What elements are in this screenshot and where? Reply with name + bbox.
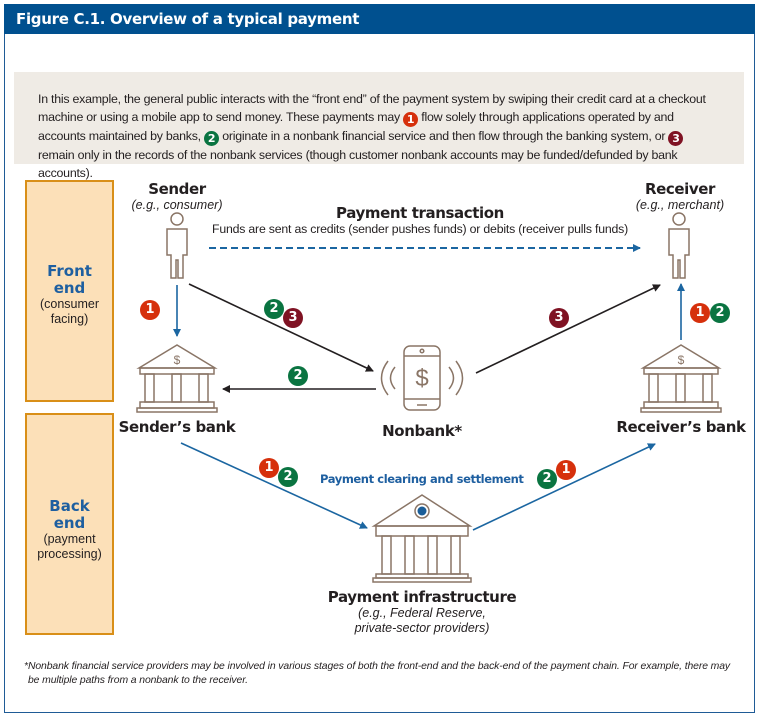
receiver-person-icon xyxy=(668,212,690,279)
path-badge-2: 2 xyxy=(264,299,284,319)
intro-box: In this example, the general public inte… xyxy=(14,72,744,180)
sender-person-icon xyxy=(166,212,188,279)
transaction-description: Funds are sent as credits (sender pushes… xyxy=(212,222,628,236)
path-2-marker: 2 xyxy=(204,131,220,146)
sender-title: Sender xyxy=(148,180,206,198)
band-subtitle: (payment xyxy=(43,532,96,546)
path-badge-2: 2 xyxy=(288,366,308,386)
back-end-band: Back end (payment processing) xyxy=(25,413,114,635)
band-subtitle: processing) xyxy=(37,547,102,561)
svg-text:$: $ xyxy=(415,365,428,392)
receivers-bank-icon: $ xyxy=(640,344,722,413)
path-badge-1: 1 xyxy=(556,460,576,480)
transaction-label: Payment transaction Funds are sent as cr… xyxy=(200,204,640,237)
footnote: *Nonbank financial service providers may… xyxy=(24,660,744,688)
payment-infrastructure-icon xyxy=(371,494,473,583)
svg-text:$: $ xyxy=(174,353,181,367)
senders-bank-label: Sender’s bank xyxy=(117,418,237,436)
receivers-bank-title: Receiver’s bank xyxy=(616,418,746,436)
intro-text: originate in a nonbank financial service… xyxy=(219,129,669,143)
svg-text:$: $ xyxy=(678,353,685,367)
infrastructure-subtitle: (e.g., Federal Reserve, xyxy=(358,606,486,620)
senders-bank-title: Sender’s bank xyxy=(118,418,236,436)
path-badge-1: 1 xyxy=(259,458,279,478)
sender-subtitle: (e.g., consumer) xyxy=(131,198,223,212)
figure-title: Figure C.1. Overview of a typical paymen… xyxy=(16,10,360,28)
band-title: end xyxy=(53,514,86,532)
intro-text: remain only in the records of the nonban… xyxy=(38,148,678,180)
path-badge-1: 1 xyxy=(140,300,160,320)
intro-text: flow solely through applications operate… xyxy=(38,110,674,143)
nonbank-label: Nonbank* xyxy=(372,422,472,440)
path-badge-2: 2 xyxy=(710,303,730,323)
nonbank-phone-icon: $ xyxy=(380,345,464,411)
transaction-title: Payment transaction xyxy=(336,204,504,222)
path-badge-1: 1 xyxy=(690,303,710,323)
receiver-title: Receiver xyxy=(644,180,716,198)
path-3-marker: 3 xyxy=(668,131,684,146)
path-badge-2: 2 xyxy=(278,467,298,487)
edge-sender-to-nonbank xyxy=(188,283,374,372)
path-1-marker: 1 xyxy=(403,112,419,127)
path-badge-3: 3 xyxy=(283,308,303,328)
footnote-line: *Nonbank financial service providers may… xyxy=(24,661,730,672)
band-title: Back xyxy=(49,497,90,515)
footnote-line: be multiple paths from a nonbank to the … xyxy=(28,675,248,686)
path-badge-2: 2 xyxy=(537,469,557,489)
title-bar: Figure C.1. Overview of a typical paymen… xyxy=(4,4,755,34)
edge-senders-bank-to-infrastructure xyxy=(180,442,368,529)
intro-text: In this example, the general public inte… xyxy=(38,92,706,124)
receivers-bank-label: Receiver’s bank xyxy=(616,418,746,436)
band-title: end xyxy=(53,279,86,297)
front-end-band: Front end (consumer facing) xyxy=(25,180,114,402)
sender-label: Sender (e.g., consumer) xyxy=(117,180,237,213)
infrastructure-subtitle: private-sector providers) xyxy=(354,621,490,635)
band-subtitle: facing) xyxy=(50,312,89,326)
infrastructure-title: Payment infrastructure xyxy=(327,588,517,606)
clearing-label: Payment clearing and settlement xyxy=(320,472,524,486)
nonbank-title: Nonbank* xyxy=(382,422,462,440)
edge-infrastructure-to-receivers-bank xyxy=(472,443,656,531)
infrastructure-label: Payment infrastructure (e.g., Federal Re… xyxy=(322,588,522,636)
band-title: Front xyxy=(47,262,92,280)
band-subtitle: (consumer xyxy=(39,297,100,311)
edge-nonbank-to-receiver xyxy=(475,284,661,374)
receiver-label: Receiver (e.g., merchant) xyxy=(620,180,740,213)
receiver-subtitle: (e.g., merchant) xyxy=(635,198,725,212)
senders-bank-icon: $ xyxy=(136,344,218,413)
path-badge-3: 3 xyxy=(549,308,569,328)
